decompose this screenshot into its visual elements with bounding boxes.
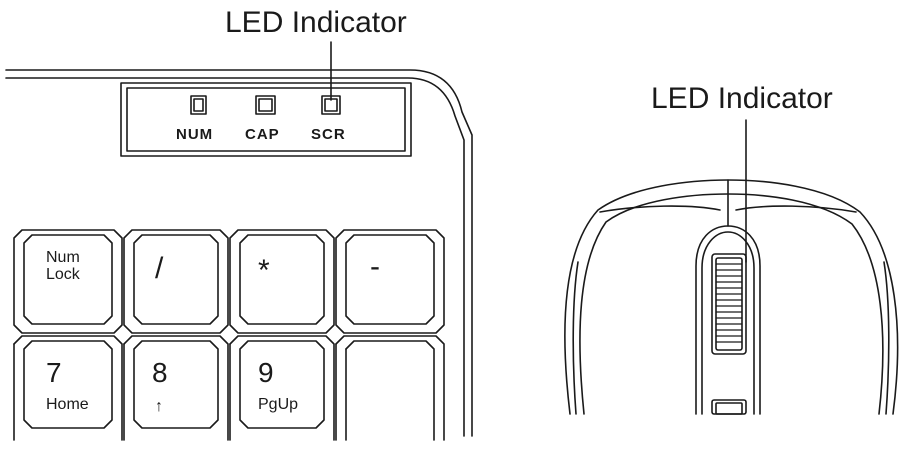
key-plus-partial	[335, 335, 445, 441]
key-9-main: 9	[258, 357, 274, 388]
mouse-body-side-right	[883, 261, 890, 415]
key-9-sub: PgUp	[258, 396, 298, 413]
mouse-callout-label: LED Indicator	[651, 82, 833, 115]
mouse-scroll-wheel	[711, 253, 747, 355]
led-label-cap: CAP	[245, 126, 280, 143]
keyboard-housing-outer	[5, 69, 473, 437]
mouse-led-button-inner	[715, 402, 743, 415]
key-9-pgup: 9 PgUp	[229, 335, 335, 441]
mouse-illustration: LED Indicator	[564, 82, 899, 415]
mouse-scroll-wheel-ridges	[715, 263, 743, 343]
mouse-scroll-wheel-inner	[715, 257, 743, 351]
mouse-body-inner	[579, 193, 884, 415]
key-minus: -	[335, 229, 445, 334]
key-7-sub: Home	[46, 396, 89, 413]
mouse-led-button	[711, 399, 747, 415]
keyboard-callout-label: LED Indicator	[225, 6, 407, 39]
mouse-body-outer	[564, 179, 899, 415]
key-num-lock-line2: Lock	[46, 266, 81, 283]
led-panel-outer	[120, 82, 412, 157]
key-num-lock: Num Lock	[13, 229, 123, 334]
led-cap-indicator	[255, 95, 276, 115]
key-8-sub: ↑	[155, 398, 163, 415]
mouse-wheel-housing	[695, 225, 761, 415]
key-minus-symbol: -	[370, 250, 380, 283]
key-divide-symbol: /	[155, 252, 164, 285]
led-panel-inner	[126, 87, 406, 152]
mouse-button-left-edge	[599, 205, 721, 213]
mouse-body-side-left	[572, 261, 579, 415]
led-label-scr: SCR	[311, 126, 346, 143]
key-8-up: 8 ↑	[123, 335, 229, 441]
keyboard-illustration: NUM CAP SCR LED Indicator Num Lock / * -	[5, 6, 473, 441]
key-multiply: *	[229, 229, 335, 334]
key-num-lock-line1: Num	[46, 249, 80, 266]
keyboard-housing-inner	[5, 77, 465, 437]
key-divide: /	[123, 229, 229, 334]
led-num-indicator	[190, 95, 207, 115]
key-multiply-symbol: *	[258, 254, 270, 287]
mouse-wheel-housing-inner	[701, 231, 755, 415]
key-7-home: 7 Home	[13, 335, 123, 441]
mouse-button-right-edge	[735, 205, 857, 213]
key-7-main: 7	[46, 357, 62, 388]
key-8-main: 8	[152, 357, 168, 388]
led-label-num: NUM	[176, 126, 213, 143]
